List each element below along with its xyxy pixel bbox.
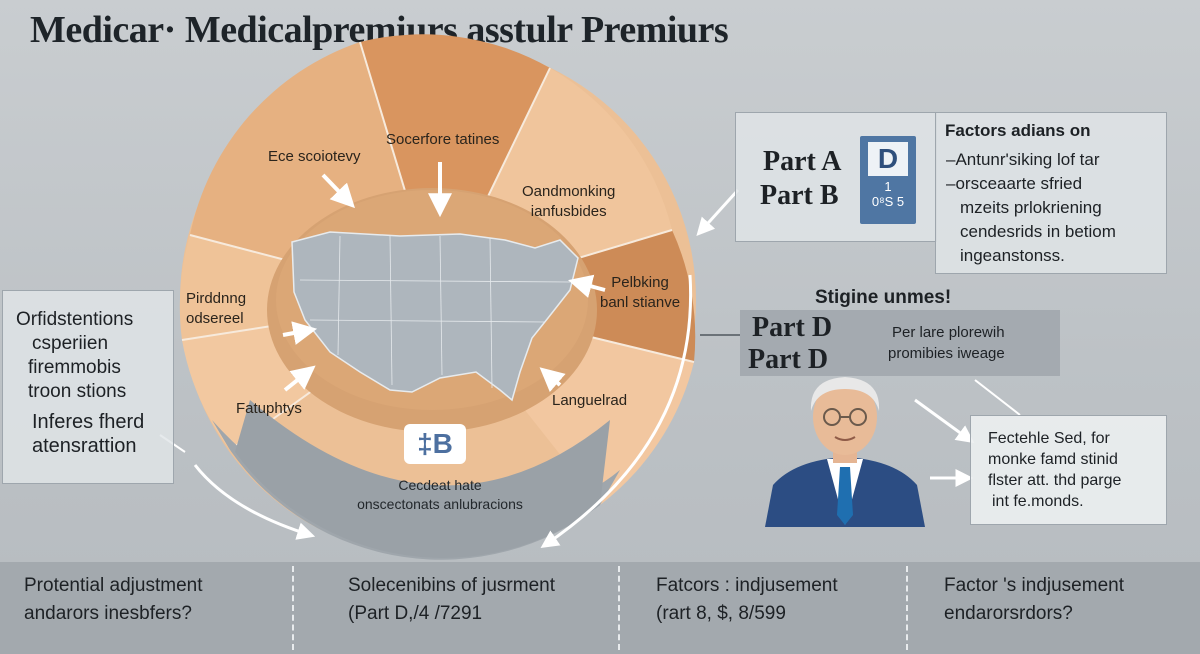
left-emphasis-1: Inferes fherd [32,411,145,433]
center-caption-line-2: onscectonats anlubracions [357,496,523,512]
bottom-cell-3-line-1: Fatcors : indjusement [656,575,838,596]
factors-box [935,112,1167,274]
part-d-note-1: Per lare plorewih [892,324,1005,341]
factors-line-3: mzeits prlokriening [960,198,1102,217]
factors-line-4: cendesrids in betiom [960,222,1116,241]
part-d-heading: Stigine unmes! [815,287,952,308]
center-caption-line-1: Cecdeat hate [398,477,482,493]
left-line-2: csperiien [32,333,109,354]
tie-icon [837,467,853,525]
medicare-card-icon: D 1 0⁸S 5 [860,136,916,224]
left-factors-box [2,290,174,484]
left-emphasis-2: atensrattion [32,435,137,457]
factors-line-1: –Antunr'siking lof tar [946,150,1100,169]
segment-label-7: Languelrad [552,392,628,409]
segment-label-6: Fatuphtys [236,400,302,417]
part-d-label-2: Part D [748,344,829,375]
bottom-cell-1-line-2: andarors inesbfers? [24,603,192,624]
part-b-badge: ‡B [404,424,466,464]
part-d-note-2: promibies iweage [888,345,1005,362]
card-sub: 1 [884,179,892,194]
bottom-cell-4-line-2: endarorsrdors? [944,603,1073,624]
center-caption: Cecdeat hate onscectonats anlubracions [330,476,550,514]
bottom-divider-1 [292,566,294,650]
bottom-cell-1: Protential adjustment andarors inesbfers… [24,572,203,628]
left-line-1: Orfidstentions [16,309,134,330]
bottom-cell-2-line-1: Solecenibins of jusrment [348,575,555,596]
bottom-summary-bar [0,562,1200,654]
right-line-3: flster att. thd parge [988,472,1122,489]
left-factors-text: Orfidstentions csperiien firemmobis troo… [16,308,144,458]
wheel-segment-top [360,34,550,300]
right-line-1: Fectehle Sed, for [988,430,1110,447]
segment-label-2: Socerfore tatines [386,131,500,148]
segment-label-1: Ece scoiotevy [268,148,361,165]
factors-heading: Factors adians on [945,121,1091,140]
bottom-cell-1-line-1: Protential adjustment [24,575,203,596]
card-letter: D [868,142,908,176]
right-line-4: int fe.monds. [992,493,1084,510]
left-line-4: troon stions [28,381,127,402]
bottom-cell-3: Fatcors : indjusement (rart 8, $, 8/599 [656,572,838,628]
senior-person-illustration [765,377,925,527]
right-factors-text: Fectehle Sed, for monke famd stinid flst… [988,428,1121,512]
part-b-label: Part B [760,180,839,211]
segment-label-3: Oandmonking ianfusbides [522,183,616,220]
segment-label-5: Pelbking banl stianve [600,274,681,311]
factors-line-5: ingeanstonss. [960,246,1065,265]
bottom-cell-4-line-1: Factor 's indjusement [944,575,1124,596]
bottom-cell-3-line-2: (rart 8, $, 8/599 [656,603,786,624]
right-factors-box [970,415,1167,525]
right-line-2: monke famd stinid [988,451,1118,468]
part-d-box [740,310,1060,376]
bottom-divider-2 [618,566,620,650]
factors-line-2: –orsceaarte sfried [946,174,1083,193]
bottom-cell-2-line-2: (Part D,/4 /7291 [348,603,483,624]
segment-label-4: Pirddnng odsereel [186,290,247,327]
bottom-cell-4: Factor 's indjusement endarorsrdors? [944,572,1124,628]
bottom-cell-2: Solecenibins of jusrment (Part D,/4 /729… [348,572,555,628]
factors-list: –Antunr'siking lof tar –orsceaarte sfrie… [946,148,1116,268]
part-d-label-1: Part D [752,312,833,343]
card-code: 0⁸S 5 [871,194,905,209]
left-line-3: firemmobis [28,357,121,378]
part-a-label: Part A [763,146,842,177]
part-d-note: Per lare plorewih promibies iweage [888,322,1005,364]
bottom-divider-3 [906,566,908,650]
